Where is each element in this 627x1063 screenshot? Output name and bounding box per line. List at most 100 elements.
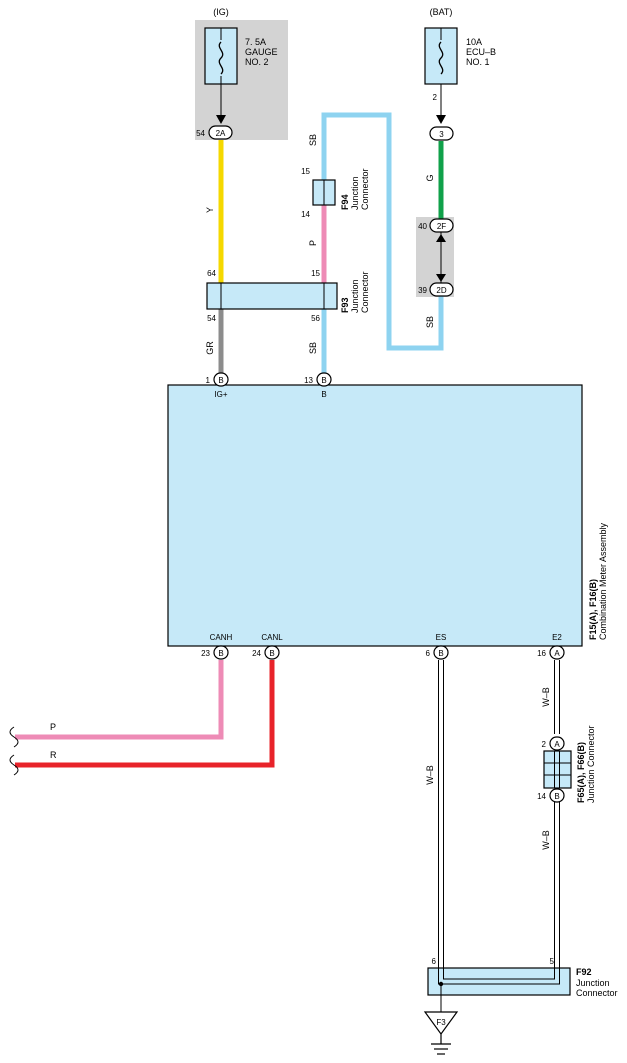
f93-connector — [206, 282, 338, 310]
ig-fuse-line3: NO. 2 — [245, 57, 269, 67]
bat-fuse-icon — [438, 41, 444, 75]
f65-pin-top: 2 — [542, 740, 547, 749]
2f-arrow-icon — [436, 234, 446, 242]
connector-2d — [429, 282, 454, 297]
connector-2a — [208, 125, 233, 140]
f94-pin-top: 15 — [301, 167, 310, 176]
bat-arrow-icon — [436, 115, 446, 124]
pin-40: 40 — [418, 222, 427, 231]
pin-54-ig: 54 — [196, 129, 205, 138]
ground-triangle-icon — [423, 1011, 459, 1036]
meter-label-canl: CANL — [261, 633, 283, 642]
f94-id: F94 — [340, 194, 350, 210]
wire-wb-es — [438, 660, 444, 966]
f92-pin-left: 6 — [432, 957, 437, 966]
wire-label-wb-es: W–B — [425, 765, 435, 785]
pin-2-bat: 2 — [433, 93, 438, 102]
meter-conn-igp — [213, 372, 229, 387]
wire-label-sb-right: SB — [425, 316, 435, 328]
wire-wb-e2-top — [554, 660, 560, 734]
f65-pin-bottom: 14 — [537, 792, 546, 801]
bat-header: (BAT) — [430, 7, 453, 17]
meter-conn-canl — [264, 645, 280, 660]
meter-conn-e2 — [549, 645, 565, 660]
meter-label-igp: IG+ — [214, 390, 227, 399]
ig-arrow-icon — [216, 115, 226, 124]
wire-label-sb-bottom: SB — [308, 342, 318, 354]
f93-pin-tr: 15 — [311, 269, 320, 278]
f93-pin-tl: 64 — [207, 269, 216, 278]
wire-canl — [15, 660, 275, 768]
f92-name-1: Junction — [576, 978, 610, 988]
pin-39: 39 — [418, 286, 427, 295]
ig-header: (IG) — [213, 7, 229, 17]
bat-fuse-line3: NO. 1 — [466, 57, 490, 67]
meter-label-e2: E2 — [552, 633, 562, 642]
meter-conn-b — [316, 372, 332, 387]
f94-name-1: Junction — [350, 176, 360, 210]
f65-conn-bottom-label: B — [554, 792, 559, 801]
f94-name-2: Connector — [360, 168, 370, 210]
wire-label-can-r: R — [50, 750, 57, 760]
meter-conn-e2-label: A — [554, 649, 560, 658]
meter-conn-es-label: B — [438, 649, 443, 658]
wire-canh — [15, 660, 224, 740]
bat-fuse-line2: ECU–B — [466, 47, 496, 57]
meter-conn-canh — [213, 645, 229, 660]
meter-pin-b: 13 — [304, 376, 313, 385]
meter-name: Combination Meter Assembly — [598, 522, 608, 640]
ig-fuse-line1: 7. 5A — [245, 37, 266, 47]
f93-pin-bl: 54 — [207, 314, 216, 323]
f92-name-2: Connector — [576, 988, 618, 998]
wire-label-wb-e2-bottom: W–B — [541, 830, 551, 850]
f65-name: Junction Connector — [586, 725, 596, 803]
wire-label-can-p: P — [50, 722, 56, 732]
meter-pin-igp: 1 — [206, 376, 211, 385]
f65-conn-bottom — [549, 788, 565, 803]
meter-id: F15(A), F16(B) — [588, 579, 598, 640]
f93-name-2: Connector — [360, 271, 370, 313]
wire-label-sb-top: SB — [308, 134, 318, 146]
wire-label-y: Y — [205, 207, 215, 213]
connector-3 — [429, 126, 454, 141]
f93-name-1: Junction — [350, 279, 360, 313]
meter-label-canh: CANH — [210, 633, 233, 642]
ground-id: F3 — [436, 1018, 446, 1027]
meter-pin-canl: 24 — [252, 649, 261, 658]
connector-3-label: 3 — [439, 130, 444, 139]
meter-conn-canh-label: B — [218, 649, 223, 658]
f65-connector — [543, 750, 572, 789]
connector-2a-label: 2A — [216, 129, 226, 138]
meter-label-es: ES — [436, 633, 447, 642]
connector-2f-label: 2F — [437, 222, 446, 231]
f93-id: F93 — [340, 297, 350, 313]
meter-pin-e2: 16 — [537, 649, 546, 658]
meter-conn-igp-label: B — [218, 376, 223, 385]
wire-label-gr: GR — [205, 341, 215, 355]
meter-conn-canl-label: B — [269, 649, 274, 658]
meter-pin-canh: 23 — [201, 649, 210, 658]
f92-id: F92 — [576, 967, 592, 977]
ground-icon — [431, 1034, 451, 1055]
combination-meter-assembly — [167, 384, 583, 647]
connector-2d-label: 2D — [436, 286, 446, 295]
meter-conn-b-label: B — [321, 376, 326, 385]
wire-sb-loop — [321, 112, 444, 351]
f92-connector — [427, 967, 571, 996]
f65-conn-top — [549, 736, 565, 751]
wire-wb-e2-bottom — [554, 802, 560, 966]
wire-break-icon — [9, 726, 19, 776]
ig-fuse-icon — [218, 41, 224, 75]
f65-conn-top-label: A — [554, 740, 560, 749]
f93-pin-br: 56 — [311, 314, 320, 323]
f94-pin-bottom: 14 — [301, 210, 310, 219]
meter-label-b: B — [321, 390, 326, 399]
bat-fuse-line1: 10A — [466, 37, 482, 47]
meter-conn-es — [433, 645, 449, 660]
wire-label-g: G — [425, 174, 435, 181]
wire-label-p: P — [308, 240, 318, 246]
f65-id: F65(A), F66(B) — [576, 742, 586, 803]
f92-pin-right: 5 — [550, 957, 555, 966]
